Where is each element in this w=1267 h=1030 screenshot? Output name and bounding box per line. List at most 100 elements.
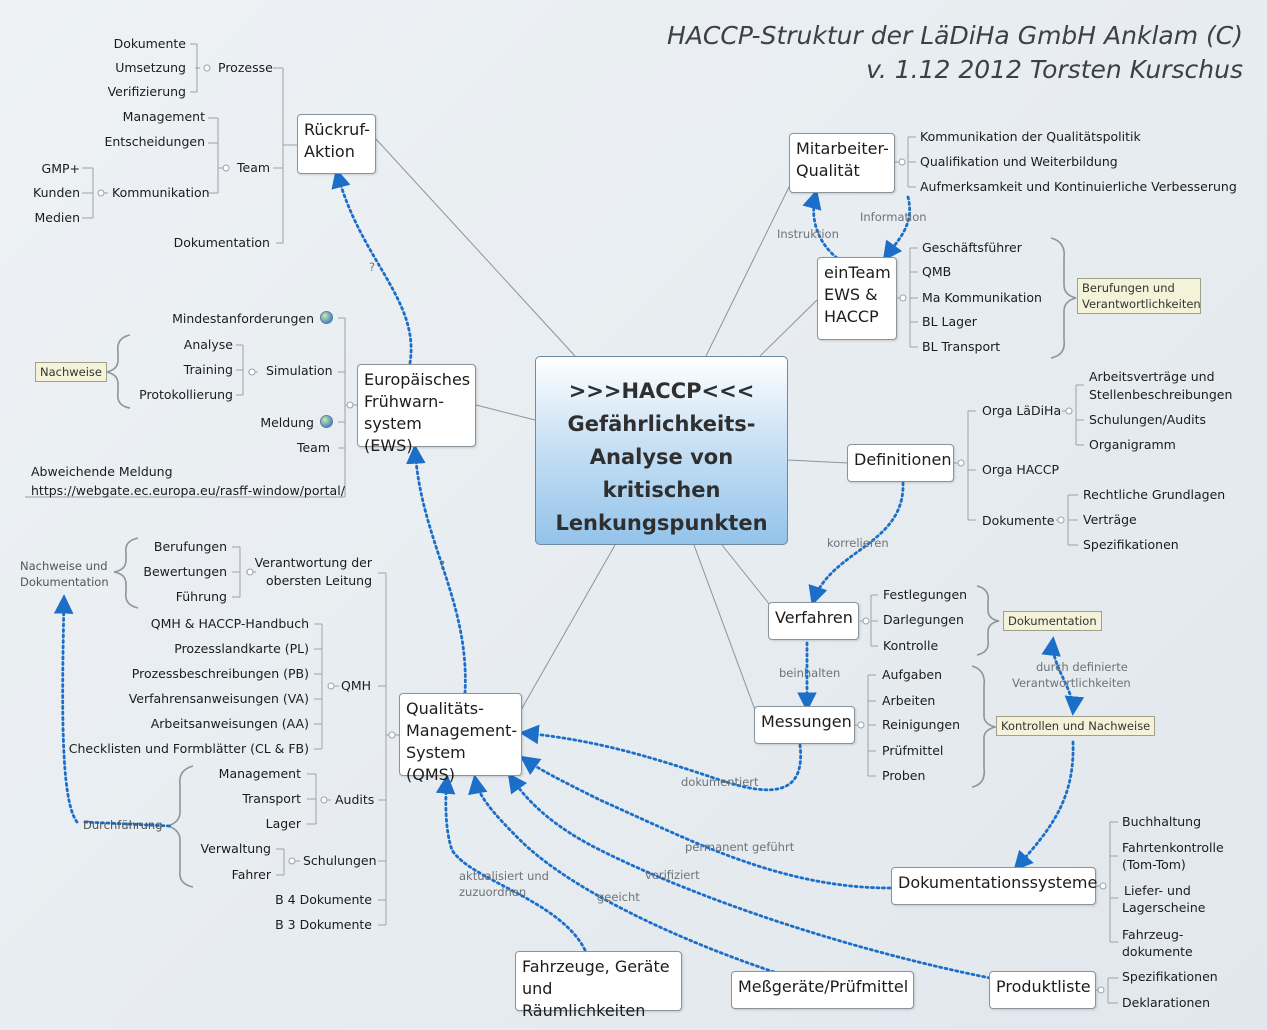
einteam-node[interactable]: einTeam EWS & HACCP [817, 257, 897, 340]
topic-fahrtenkontrolle[interactable]: Fahrtenkontrolle [1122, 840, 1224, 855]
definitionen-node[interactable]: Definitionen [847, 444, 954, 482]
topic-ma-kommunikation[interactable]: Ma Kommunikation [922, 290, 1042, 305]
qmh-topic[interactable]: QMH [341, 678, 372, 693]
topic-proben[interactable]: Proben [882, 768, 926, 783]
topic-aufmerksamkeit[interactable]: Aufmerksamkeit und Kontinuierliche Verbe… [920, 179, 1237, 194]
topic-stellenbeschreibungen[interactable]: Stellenbeschreibungen [1089, 387, 1233, 402]
topic-umsetzung[interactable]: Umsetzung [115, 60, 186, 75]
topic-arbeiten[interactable]: Arbeiten [882, 693, 936, 708]
node-label: System (QMS) [406, 743, 466, 784]
topic-spezifikationen-def[interactable]: Spezifikationen [1083, 537, 1179, 552]
messgeraete-node[interactable]: Meßgeräte/Prüfmittel [731, 971, 914, 1009]
berufungen-note: Berufungen und Verantwortlichkeiten [1077, 278, 1201, 314]
topic-training[interactable]: Training [183, 362, 233, 377]
topic-arbeitsanweisungen[interactable]: Arbeitsanweisungen (AA) [150, 716, 309, 731]
topic-reinigungen[interactable]: Reinigungen [882, 717, 961, 732]
messungen-node[interactable]: Messungen [754, 706, 855, 744]
ews-node[interactable]: Europäisches Frühwarn- system (EWS) [357, 364, 476, 455]
topic-fahrer[interactable]: Fahrer [231, 867, 271, 882]
topic-aufgaben[interactable]: Aufgaben [882, 667, 943, 682]
simulation-topic[interactable]: Simulation [266, 363, 333, 378]
central-topic-node[interactable]: >>>HACCP<<< Gefährlichkeits- Analyse von… [535, 356, 788, 545]
topic-fahrzeug[interactable]: Fahrzeug- [1122, 927, 1184, 942]
audits-topic[interactable]: Audits [335, 792, 375, 807]
topic-orga-haccp[interactable]: Orga HACCP [982, 462, 1060, 477]
fahrzeuge-node[interactable]: Fahrzeuge, Geräte und Räumlichkeiten [515, 951, 682, 1020]
topic-verwaltung[interactable]: Verwaltung [200, 841, 271, 856]
topic-liefer-und[interactable]: Liefer- und [1124, 883, 1191, 898]
prozesse-topic[interactable]: Prozesse [218, 60, 273, 75]
topic-qmh-handbuch[interactable]: QMH & HACCP-Handbuch [150, 616, 309, 631]
topic-geschaeftsfuehrer[interactable]: Geschäftsführer [922, 240, 1022, 255]
note-line: Berufungen und [1082, 281, 1175, 295]
topic-audit-lager[interactable]: Lager [265, 816, 301, 831]
topic-qualifikation[interactable]: Qualifikation und Weiterbildung [920, 154, 1118, 169]
topic-bl-lager[interactable]: BL Lager [922, 314, 977, 329]
topic-fahrzeugdokumente[interactable]: dokumente [1122, 944, 1193, 959]
topic-kommunikation-qualitaetspolitik[interactable]: Kommunikation der Qualitätspolitik [920, 129, 1141, 144]
topic-fahrtenkontrolle-tomtom[interactable]: (Tom-Tom) [1122, 857, 1186, 872]
topic-schulungen-audits[interactable]: Schulungen/Audits [1089, 412, 1207, 427]
rueckruf-aktion-node[interactable]: Rückruf- Aktion [297, 114, 376, 174]
topic-kunden[interactable]: Kunden [33, 185, 80, 200]
topic-protokollierung[interactable]: Protokollierung [139, 387, 233, 402]
node-label: Qualitäts- [406, 699, 484, 718]
topic-fuehrung[interactable]: Führung [175, 589, 227, 604]
topic-festlegungen[interactable]: Festlegungen [883, 587, 968, 602]
topic-kommunikation[interactable]: Kommunikation [112, 185, 210, 200]
topic-prozessbeschreibungen[interactable]: Prozessbeschreibungen (PB) [131, 666, 309, 681]
team-topic[interactable]: Team [237, 160, 271, 175]
topic-prozesslandkarte[interactable]: Prozesslandkarte (PL) [174, 641, 309, 656]
qms-node[interactable]: Qualitäts- Management- System (QMS) [399, 693, 522, 784]
topic-pruefmittel[interactable]: Prüfmittel [882, 743, 944, 758]
brace-shapes [105, 237, 1077, 888]
topic-dokumente[interactable]: Dokumente [113, 36, 186, 51]
topic-rechtliche-grundlagen[interactable]: Rechtliche Grundlagen [1083, 487, 1226, 502]
globe-icon[interactable] [320, 415, 333, 428]
topic-buchhaltung[interactable]: Buchhaltung [1122, 814, 1202, 829]
topic-gmp[interactable]: GMP+ [41, 161, 80, 176]
topic-bewertungen[interactable]: Bewertungen [143, 564, 227, 579]
topic-spezifikationen-pl[interactable]: Spezifikationen [1122, 969, 1218, 984]
topic-dokumentation[interactable]: Dokumentation [173, 235, 270, 250]
relation-label-verifiziert: verifiziert [645, 868, 700, 882]
topic-dokumente-def[interactable]: Dokumente [982, 513, 1055, 528]
topic-organigramm[interactable]: Organigramm [1089, 437, 1176, 452]
mitarbeiter-qualitaet-node[interactable]: Mitarbeiter- Qualität [789, 133, 895, 193]
topic-management[interactable]: Management [122, 109, 205, 124]
topic-deklarationen[interactable]: Deklarationen [1122, 995, 1211, 1010]
topic-audit-transport[interactable]: Transport [242, 791, 301, 806]
topic-darlegungen[interactable]: Darlegungen [883, 612, 964, 627]
topic-vertraege[interactable]: Verträge [1083, 512, 1137, 527]
topic-bl-transport[interactable]: BL Transport [922, 339, 1001, 354]
topic-checklisten[interactable]: Checklisten und Formblätter (CL & FB) [68, 741, 309, 756]
topic-b4-dokumente[interactable]: B 4 Dokumente [275, 892, 372, 907]
schulungen-topic[interactable]: Schulungen [303, 853, 377, 868]
topic-abweichende-meldung[interactable]: Abweichende Meldung [31, 464, 173, 479]
topic-medien[interactable]: Medien [34, 210, 81, 225]
produktliste-node[interactable]: Produktliste [989, 971, 1096, 1009]
topic-b3-dokumente[interactable]: B 3 Dokumente [275, 917, 372, 932]
topic-verantwortung-line2[interactable]: obersten Leitung [266, 573, 372, 588]
topic-audit-management[interactable]: Management [218, 766, 301, 781]
topic-verfahrensanweisungen[interactable]: Verfahrensanweisungen (VA) [128, 691, 309, 706]
topic-meldung[interactable]: Meldung [260, 415, 333, 430]
globe-icon[interactable] [320, 311, 333, 324]
topic-qmb[interactable]: QMB [922, 264, 952, 279]
topic-verifizierung[interactable]: Verifizierung [107, 84, 186, 99]
topic-mindestanforderungen[interactable]: Mindestanforderungen [172, 311, 333, 326]
topic-orga-ladiha[interactable]: Orga LäDiHa [982, 403, 1062, 418]
topic-analyse[interactable]: Analyse [183, 337, 233, 352]
topic-arbeitsvertraege[interactable]: Arbeitsverträge und [1089, 369, 1215, 384]
node-label: Produktliste [996, 977, 1091, 996]
topic-team[interactable]: Team [296, 440, 330, 455]
topic-entscheidungen[interactable]: Entscheidungen [104, 134, 205, 149]
verfahren-node[interactable]: Verfahren [768, 602, 859, 640]
topic-kontrolle[interactable]: Kontrolle [883, 638, 939, 653]
topic-verantwortung-line1[interactable]: Verantwortung der [254, 555, 372, 570]
node-label: Europäisches [364, 370, 471, 389]
topic-lagerscheine[interactable]: Lagerscheine [1122, 900, 1206, 915]
topic-berufungen[interactable]: Berufungen [153, 539, 227, 554]
rasff-link[interactable]: https://webgate.ec.europa.eu/rasff-windo… [31, 483, 345, 498]
dokumentationssysteme-node[interactable]: Dokumentationssysteme [891, 867, 1097, 905]
